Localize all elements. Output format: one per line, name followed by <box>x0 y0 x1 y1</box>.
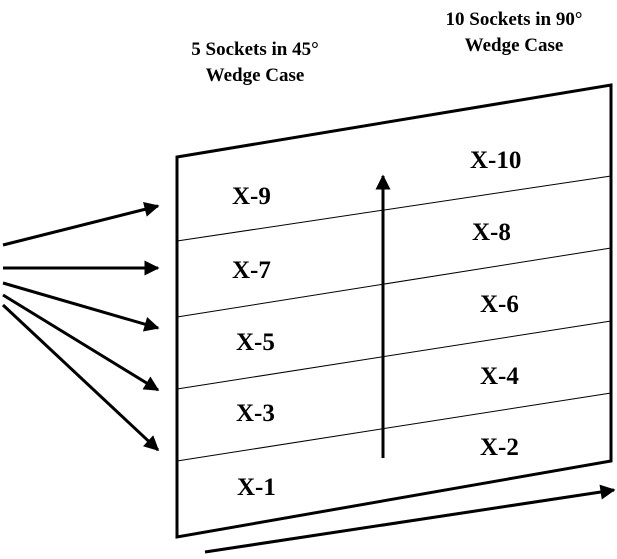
wedge-case-panel <box>175 83 613 539</box>
socket-label-x8: X-8 <box>472 219 511 246</box>
left-heading-line2: Wedge Case <box>206 65 305 86</box>
fan-arrow-1 <box>2 202 160 247</box>
socket-label-x6: X-6 <box>480 291 519 318</box>
fan-arrow-4 <box>2 293 160 392</box>
socket-divider <box>176 247 612 318</box>
socket-divider <box>176 320 612 390</box>
socket-label-x4: X-4 <box>480 363 519 390</box>
socket-label-x1: X-1 <box>237 474 276 501</box>
socket-divider <box>176 175 612 242</box>
socket-label-x7: X-7 <box>232 257 271 284</box>
fan-arrow-3 <box>2 281 160 332</box>
fan-arrow-5 <box>1 303 160 452</box>
left-heading-line1: 5 Sockets in 45° <box>191 39 318 60</box>
horizontal-direction-arrow <box>204 484 616 554</box>
socket-label-x3: X-3 <box>236 400 275 427</box>
right-heading-line2: Wedge Case <box>465 35 564 56</box>
socket-label-x10: X-10 <box>470 147 521 174</box>
socket-label-x5: X-5 <box>236 329 275 356</box>
socket-divider <box>176 392 612 462</box>
socket-label-x2: X-2 <box>480 434 519 461</box>
socket-label-x9: X-9 <box>232 183 271 210</box>
right-heading-line1: 10 Sockets in 90° <box>446 9 583 30</box>
